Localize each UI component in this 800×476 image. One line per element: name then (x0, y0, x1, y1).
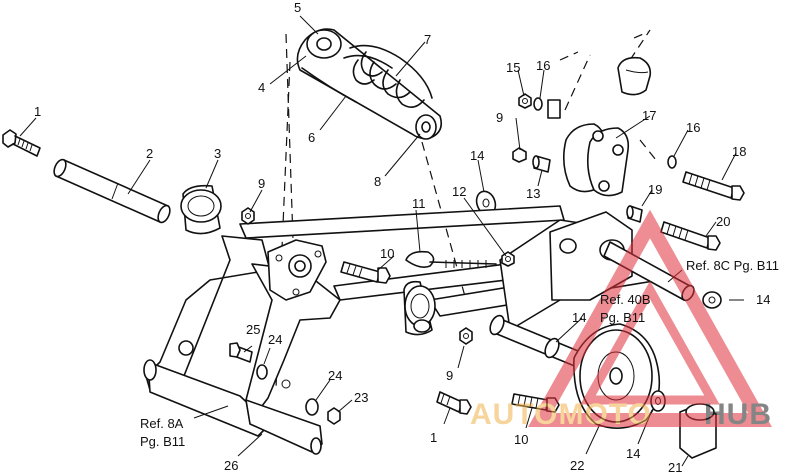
nut-part-9-lower (459, 327, 473, 345)
bushing-upper (547, 99, 561, 119)
bolt-part-20 (660, 221, 721, 251)
washer-part-24b (305, 398, 319, 416)
bolt-part-10-upper (340, 261, 391, 284)
callout-16-top: 16 (536, 58, 550, 73)
center-pivot-tube (403, 280, 436, 336)
ref-40b-line2: Pg. B11 (600, 310, 645, 325)
watermark-brand-part2: HUB (704, 398, 772, 431)
callout-23: 23 (354, 390, 368, 405)
callout-16-right: 16 (686, 120, 700, 135)
callout-4: 4 (258, 80, 265, 95)
callout-11: 11 (412, 196, 426, 211)
callout-1-top: 1 (34, 104, 41, 119)
callout-5: 5 (294, 0, 301, 15)
nut-part-9-top (512, 147, 527, 163)
ref-8a-line2: Pg. B11 (140, 434, 185, 449)
bolt-part-1-lower (436, 391, 472, 415)
callout-20: 20 (716, 214, 730, 229)
callout-14-bottom: 14 (626, 446, 640, 461)
nut-part-9-left (241, 207, 255, 225)
callout-21: 21 (668, 460, 682, 475)
callout-8: 8 (374, 174, 381, 189)
nut-part-15 (518, 93, 532, 109)
callout-17: 17 (642, 108, 656, 123)
ref-8c: Ref. 8C Pg. B11 (686, 258, 779, 273)
washer-part-24a (256, 364, 268, 380)
callout-14-right: 14 (756, 292, 770, 307)
callout-3: 3 (214, 146, 221, 161)
callout-24-a: 24 (268, 332, 282, 347)
callout-10-lower: 10 (514, 432, 528, 447)
callout-14-mid: 14 (572, 310, 586, 325)
ref-40b-line1: Ref. 40B (600, 292, 651, 307)
callout-13: 13 (526, 186, 540, 201)
bolt-part-25 (229, 342, 253, 363)
washer-part-16 (533, 97, 543, 111)
callout-10-upper: 10 (380, 246, 394, 261)
callout-12: 12 (452, 184, 466, 199)
callout-9-top: 9 (496, 110, 503, 125)
nut-part-12 (501, 251, 515, 267)
callout-25: 25 (246, 322, 260, 337)
spacer-part-19 (626, 205, 643, 223)
callout-9-lower: 9 (446, 368, 453, 383)
shock-absorber (296, 28, 443, 140)
reference-labels: Ref. 8A Pg. B11 Ref. 8C Pg. B11 Ref. 40B… (140, 258, 779, 449)
watermark-brand-part1: AUTOMOTO (470, 398, 652, 431)
callout-2: 2 (146, 146, 153, 161)
bracket-part-17 (562, 123, 630, 197)
washer-part-16b (667, 155, 677, 169)
callout-26: 26 (224, 458, 238, 473)
ref-8a-line1: Ref. 8A (140, 416, 184, 431)
callout-6: 6 (308, 130, 315, 145)
left-side-plates (143, 235, 341, 455)
upper-mount-block (617, 56, 652, 96)
bolt-part-18 (682, 171, 745, 201)
callout-labels: 1 2 3 4 5 6 7 8 9 9 9 10 10 11 12 13 14 … (34, 0, 770, 475)
callout-15: 15 (506, 60, 520, 75)
tube-part-2 (53, 158, 171, 224)
shock-mount-flange (267, 239, 327, 301)
callout-9-left: 9 (258, 176, 265, 191)
callout-1-bottom: 1 (430, 430, 437, 445)
callout-22: 22 (570, 458, 584, 473)
callout-14-top: 14 (470, 148, 484, 163)
bushing-part-3 (180, 184, 222, 235)
callout-7: 7 (424, 32, 431, 47)
bolt-part-1 (2, 129, 41, 157)
eyebolt-part-11 (405, 250, 497, 268)
callout-19: 19 (648, 182, 662, 197)
callout-24-b: 24 (328, 368, 342, 383)
spacer-part-13 (532, 155, 551, 173)
callout-18: 18 (732, 144, 746, 159)
automotohub-watermark: AUTOMOTO HUB (470, 209, 772, 431)
nut-part-23 (327, 407, 341, 425)
washer-part-14-right (702, 291, 722, 309)
